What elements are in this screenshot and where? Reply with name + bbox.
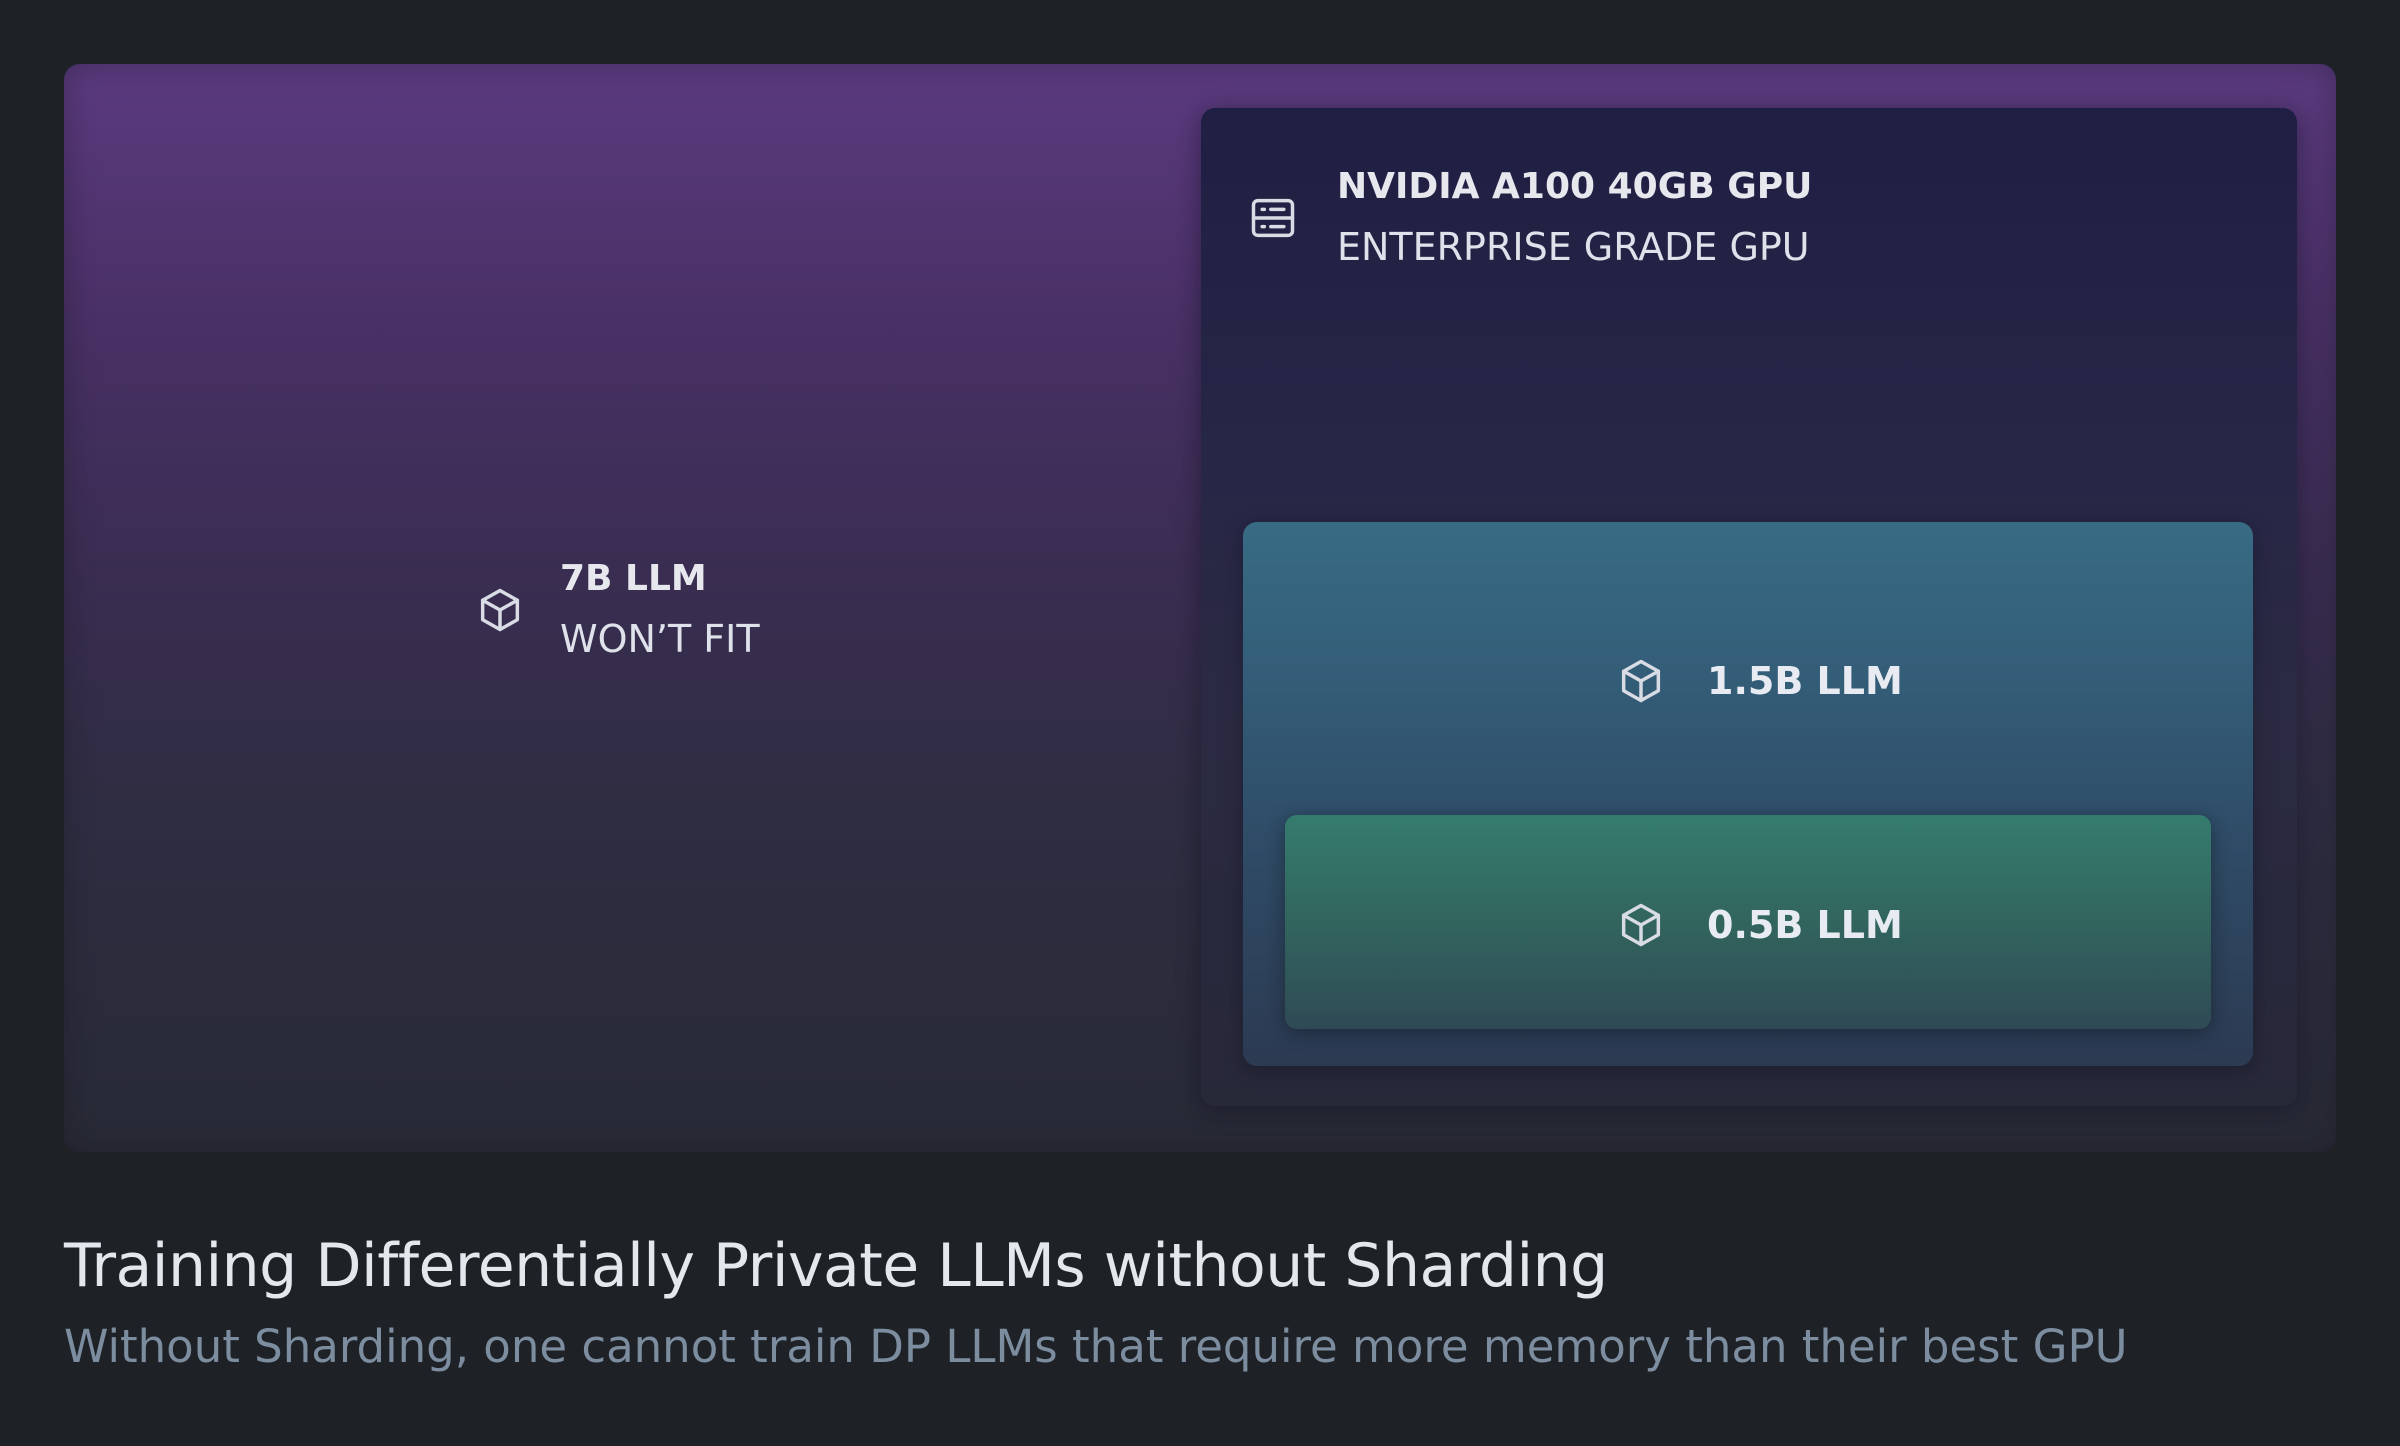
gpu-subtitle: ENTERPRISE GRADE GPU xyxy=(1337,225,1810,269)
large-model-item: 7B LLM WON’T FIT xyxy=(474,550,760,670)
small-model-item: 0.5B LLM xyxy=(1615,896,1903,954)
gpu-box: NVIDIA A100 40GB GPU ENTERPRISE GRADE GP… xyxy=(1201,108,2297,1106)
large-model-name: 7B LLM xyxy=(560,558,707,599)
medium-model-box: 1.5B LLM 0.5B LLM xyxy=(1243,522,2253,1066)
small-model-box: 0.5B LLM xyxy=(1285,815,2211,1029)
caption-subtitle: Without Sharding, one cannot train DP LL… xyxy=(64,1320,2128,1373)
gpu-header: NVIDIA A100 40GB GPU ENTERPRISE GRADE GP… xyxy=(1247,158,1812,278)
medium-model-name: 1.5B LLM xyxy=(1707,659,1903,703)
small-model-name: 0.5B LLM xyxy=(1707,903,1903,947)
caption-title: Training Differentially Private LLMs wit… xyxy=(64,1231,1608,1301)
cube-icon xyxy=(1615,655,1667,707)
medium-model-item: 1.5B LLM xyxy=(1615,652,1903,710)
diagram-figure: 7B LLM WON’T FIT NVIDIA A100 40GB GPU EN… xyxy=(64,64,2336,1152)
server-icon xyxy=(1247,192,1299,244)
gpu-name: NVIDIA A100 40GB GPU xyxy=(1337,166,1813,207)
large-model-status: WON’T FIT xyxy=(560,617,760,661)
cube-icon xyxy=(474,584,526,636)
cube-icon xyxy=(1615,899,1667,951)
